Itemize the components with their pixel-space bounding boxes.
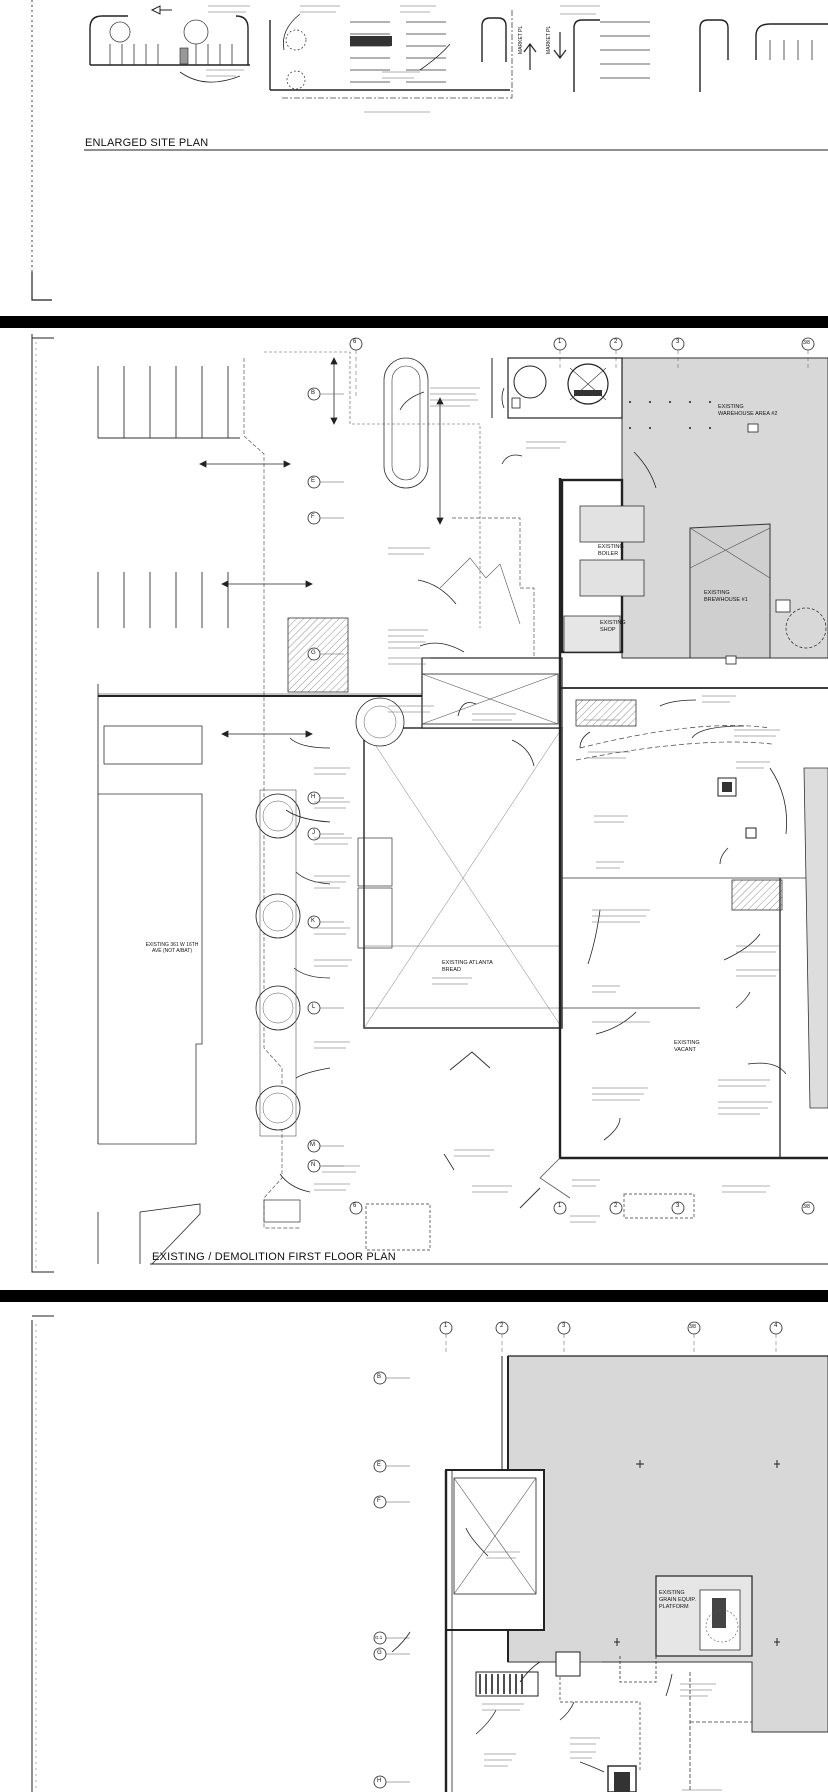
s3-grid-left-g: G <box>377 1650 382 1656</box>
grid-top-3: 3 <box>676 339 680 345</box>
room-label-vacant: EXISTING VACANT <box>674 1040 700 1053</box>
sheet-1-title: ENLARGED SITE PLAN <box>85 137 209 149</box>
s3-grid-left-g1: G.1 <box>375 1635 383 1640</box>
grid-bottom-2: 2 <box>614 1203 618 1209</box>
room-label-warehouse-area-2: EXISTING WAREHOUSE AREA #2 <box>718 404 778 417</box>
grid-left-m: M <box>310 1142 315 1148</box>
room-label-shop: EXISTING SHOP <box>600 620 626 633</box>
s3-grid-top-2: 2 <box>500 1323 504 1329</box>
sheet-2-title: EXISTING / DEMOLITION FIRST FLOOR PLAN <box>152 1251 396 1263</box>
grid-left-n: N <box>311 1162 316 1168</box>
grid-left-k: K <box>311 918 316 924</box>
room-label-atlanta-bread: EXISTING ATLANTA BREAD <box>442 960 493 973</box>
grid-left-h: H <box>311 794 316 800</box>
sheet-3-floor-plan: 1 2 3 3/8 4 B E F G.1 G H EXISTING GRAIN… <box>0 1302 828 1792</box>
s3-grid-top-4: 4 <box>774 1323 778 1329</box>
grid-bottom-3: 3 <box>676 1203 680 1209</box>
sheet-3-drawing <box>31 1315 828 1792</box>
street-label-2: MARKET PL <box>546 25 552 54</box>
grid-left-f: F <box>311 514 315 520</box>
grid-top-6: 6 <box>353 339 357 345</box>
sheet-separator-2 <box>0 1290 828 1302</box>
grid-left-j: J <box>312 830 315 836</box>
s3-grid-left-e: E <box>377 1462 382 1468</box>
grid-left-l: L <box>312 1004 316 1010</box>
grid-top-3-8: 3/8 <box>803 340 810 346</box>
s3-grid-left-h: H <box>377 1778 382 1784</box>
street-label-1: MARKET PL <box>518 25 524 54</box>
s3-grid-top-1: 1 <box>444 1323 448 1329</box>
grid-left-e: E <box>311 478 316 484</box>
room-label-boiler: EXISTING BOILER <box>598 544 624 557</box>
s3-grid-top-3-8: 3/8 <box>689 1324 696 1330</box>
grid-bottom-6: 6 <box>353 1203 357 1209</box>
room-label-grain-equip-platform: EXISTING GRAIN EQUIP. PLATFORM <box>659 1590 696 1610</box>
grid-left-b: B <box>311 390 316 396</box>
s3-grid-left-f: F <box>377 1498 381 1504</box>
sheet-2-existing-demolition-first-floor-plan: EXISTING / DEMOLITION FIRST FLOOR PLAN 6… <box>0 328 828 1290</box>
sheet-1-drawing <box>31 0 828 301</box>
grid-top-1: 1 <box>558 339 562 345</box>
grid-bottom-1: 1 <box>558 1203 562 1209</box>
room-label-neighbor-building: EXISTING 361 W 16TH AVE (NOT A/BAT) <box>145 942 199 954</box>
grid-left-g: G <box>311 650 316 656</box>
grid-top-2: 2 <box>614 339 618 345</box>
sheet-2-drawing <box>31 334 828 1273</box>
sheet-1-enlarged-site-plan: ENLARGED SITE PLAN MARKET PL MARKET PL <box>0 0 828 316</box>
room-label-brewhouse-1: EXISTING BREWHOUSE #1 <box>704 590 748 603</box>
s3-grid-top-3: 3 <box>562 1323 566 1329</box>
sheet-separator-1 <box>0 316 828 328</box>
s3-grid-left-b: B <box>377 1374 382 1380</box>
grid-bottom-3-8: 3/8 <box>803 1204 810 1210</box>
